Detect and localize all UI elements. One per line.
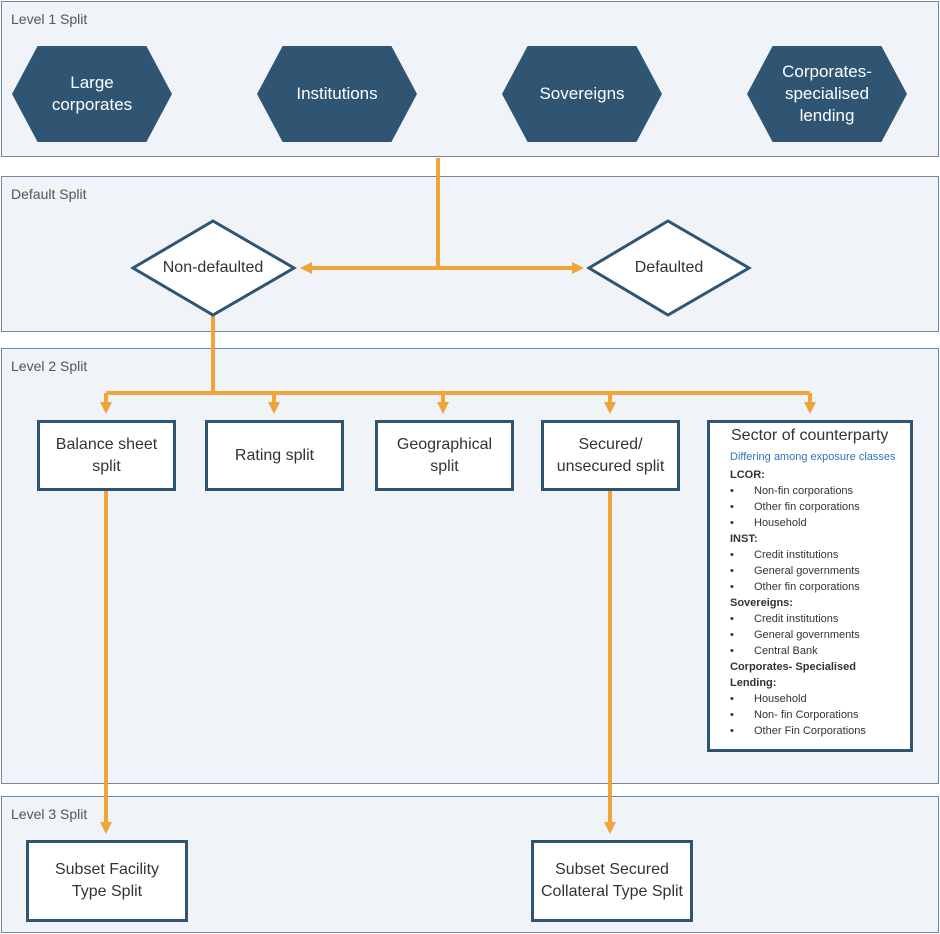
sector-list-item: Central Bank — [730, 643, 904, 659]
secured-unsecured-split-box: Secured/ unsecured split — [541, 420, 680, 491]
level2-title: Level 2 Split — [11, 358, 88, 374]
level3-title: Level 3 Split — [11, 806, 88, 822]
rating-split-box: Rating split — [205, 420, 344, 491]
sector-list-item: Other fin corporations — [730, 499, 904, 515]
sector-list-item: Household — [730, 691, 904, 707]
defaulted-label: Defaulted — [634, 259, 704, 276]
sector-list-item: General governments — [730, 627, 904, 643]
sector-list-item: Non-fin corporations — [730, 483, 904, 499]
exposure-class-label: Corporates- specialised lending — [782, 62, 872, 125]
level1-title: Level 1 Split — [11, 11, 88, 27]
sector-list-item: Other Fin Corporations — [730, 723, 904, 739]
exposure-class-corporates-specialised-lending: Corporates- specialised lending — [747, 46, 907, 142]
exposure-class-large-corporates: Large corporates — [12, 46, 172, 142]
sector-of-counterparty-box: Sector of counterparty Differing among e… — [707, 420, 913, 752]
sector-group-heading: Sovereigns: — [730, 597, 793, 609]
balance-sheet-split-label: Balance sheet split — [55, 435, 158, 475]
subset-facility-type-split-label: Subset Facility Type Split — [54, 861, 160, 900]
geographical-split-box: Geographical split — [375, 420, 514, 491]
rating-split-label: Rating split — [234, 446, 315, 464]
default-title: Default Split — [11, 186, 87, 202]
sector-list-item: Credit institutions — [730, 547, 904, 563]
sector-subtitle: Differing among exposure classes — [730, 451, 896, 463]
sector-list-item: Household — [730, 515, 904, 531]
sector-list-item: General governments — [730, 563, 904, 579]
non-defaulted-label: Non-defaulted — [162, 259, 264, 276]
exposure-class-label: Institutions — [296, 84, 378, 103]
exposure-class-label: Sovereigns — [539, 84, 625, 103]
sector-groups: LCOR:Non-fin corporationsOther fin corpo… — [730, 467, 904, 739]
sector-list-item: Credit institutions — [730, 611, 904, 627]
sector-group-heading: LCOR: — [730, 469, 765, 481]
geographical-split-label: Geographical split — [396, 435, 493, 475]
subset-secured-collateral-type-split-label: Subset Secured Collateral Type Split — [541, 861, 683, 900]
sector-list-item: Non- fin Corporations — [730, 707, 904, 723]
balance-sheet-split-box: Balance sheet split — [37, 420, 176, 491]
sector-title: Sector of counterparty — [731, 427, 889, 444]
exposure-class-sovereigns: Sovereigns — [502, 46, 662, 142]
exposure-class-label: Large corporates — [51, 73, 133, 114]
subset-facility-type-split-box: Subset Facility Type Split — [26, 840, 188, 922]
non-defaulted-diamond — [130, 219, 297, 317]
secured-unsecured-split-label: Secured/ unsecured split — [556, 435, 665, 475]
sector-group-heading: Corporates- Specialised Lending: — [730, 661, 856, 689]
defaulted-diamond — [586, 219, 752, 317]
sector-list-item: Other fin corporations — [730, 579, 904, 595]
subset-secured-collateral-type-split-box: Subset Secured Collateral Type Split — [531, 840, 693, 922]
sector-group-heading: INST: — [730, 533, 758, 545]
exposure-class-institutions: Institutions — [257, 46, 417, 142]
